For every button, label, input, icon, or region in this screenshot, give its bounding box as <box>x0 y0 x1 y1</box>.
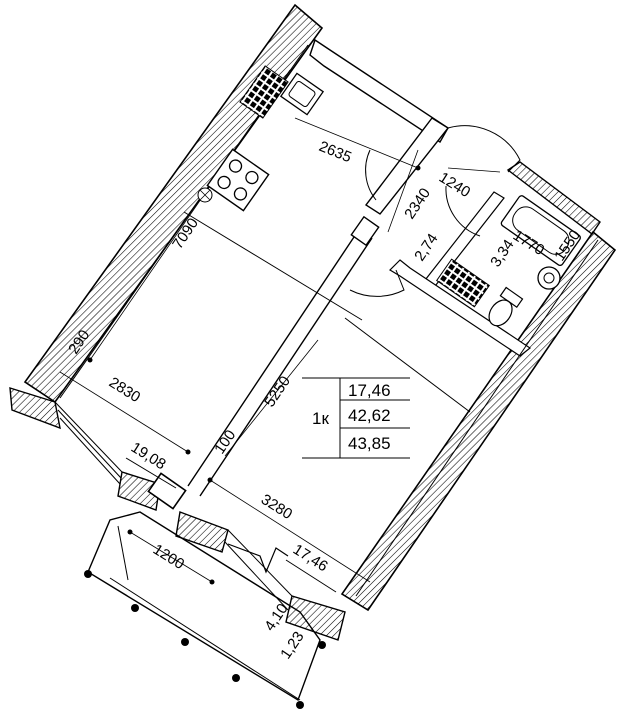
dim-hall-width: 2340 <box>401 185 434 222</box>
dim-line-2830 <box>59 371 189 453</box>
door-swing-icon <box>447 125 521 173</box>
partition-line-1 <box>187 227 361 487</box>
wall-kitchen-top <box>309 38 449 143</box>
summary-total-area: 42,62 <box>348 406 391 425</box>
balcony-posts <box>84 570 326 709</box>
washbasin-icon <box>537 266 561 290</box>
dim-kitchen-width: 2635 <box>317 138 354 166</box>
dim-line-2635 <box>294 117 419 169</box>
dim-line-1200 <box>129 531 213 583</box>
balcony <box>87 511 321 702</box>
kitchen-worktop <box>239 65 289 119</box>
dim-line-5250 <box>224 339 319 457</box>
area-kitchen: 19,08 <box>128 439 169 473</box>
balcony-door-swing <box>227 543 289 574</box>
dim-line-3280 <box>209 479 371 583</box>
dim-line-1240 <box>447 167 501 173</box>
dim-line-7090 <box>89 69 291 361</box>
inner-face-right <box>355 239 599 597</box>
balcony-door-block <box>147 472 187 510</box>
summary-table: 1к 17,46 42,62 43,85 <box>302 377 410 459</box>
ventilation-icon <box>197 187 213 203</box>
window-wall-mid <box>117 471 161 511</box>
bath-cabinet <box>436 258 490 308</box>
partition-column <box>350 215 380 247</box>
door-swing-icon-entry <box>349 269 405 297</box>
bathtub-icon <box>500 195 581 267</box>
dim-partition: 100 <box>211 427 239 457</box>
area-underlines <box>125 457 337 593</box>
area-hall: 2,74 <box>411 231 441 265</box>
toilet-icon <box>488 286 524 327</box>
area-living: 17,46 <box>290 541 331 575</box>
door-swing-icon-bath <box>445 185 481 237</box>
dim-room-width: 2830 <box>106 374 143 406</box>
kitchen-divider <box>183 211 363 321</box>
wall-hall-partition <box>364 117 450 215</box>
dim-ticks <box>87 165 421 585</box>
summary-living-area: 17,46 <box>348 381 391 400</box>
room-divider <box>344 317 471 413</box>
dim-room-length: 5250 <box>261 373 294 410</box>
dim-bath-width: 1240 <box>436 169 473 201</box>
window-wall-far <box>285 595 346 641</box>
stove-icon <box>206 148 270 212</box>
area-balcony-reduced: 1,23 <box>277 629 307 663</box>
summary-total-with-balcony: 43,85 <box>348 434 391 453</box>
window-wall-left <box>9 387 61 430</box>
summary-type: 1к <box>312 409 329 428</box>
dim-living-width: 3280 <box>258 491 295 523</box>
door-swing-icon-hall <box>365 149 377 201</box>
dim-line-2340 <box>387 149 419 233</box>
wall-hall-lower <box>389 259 532 357</box>
window-wall-right <box>175 511 229 553</box>
sink-icon <box>279 72 325 116</box>
dim-balcony-width: 1200 <box>150 541 187 573</box>
partition-line-2 <box>199 237 373 497</box>
